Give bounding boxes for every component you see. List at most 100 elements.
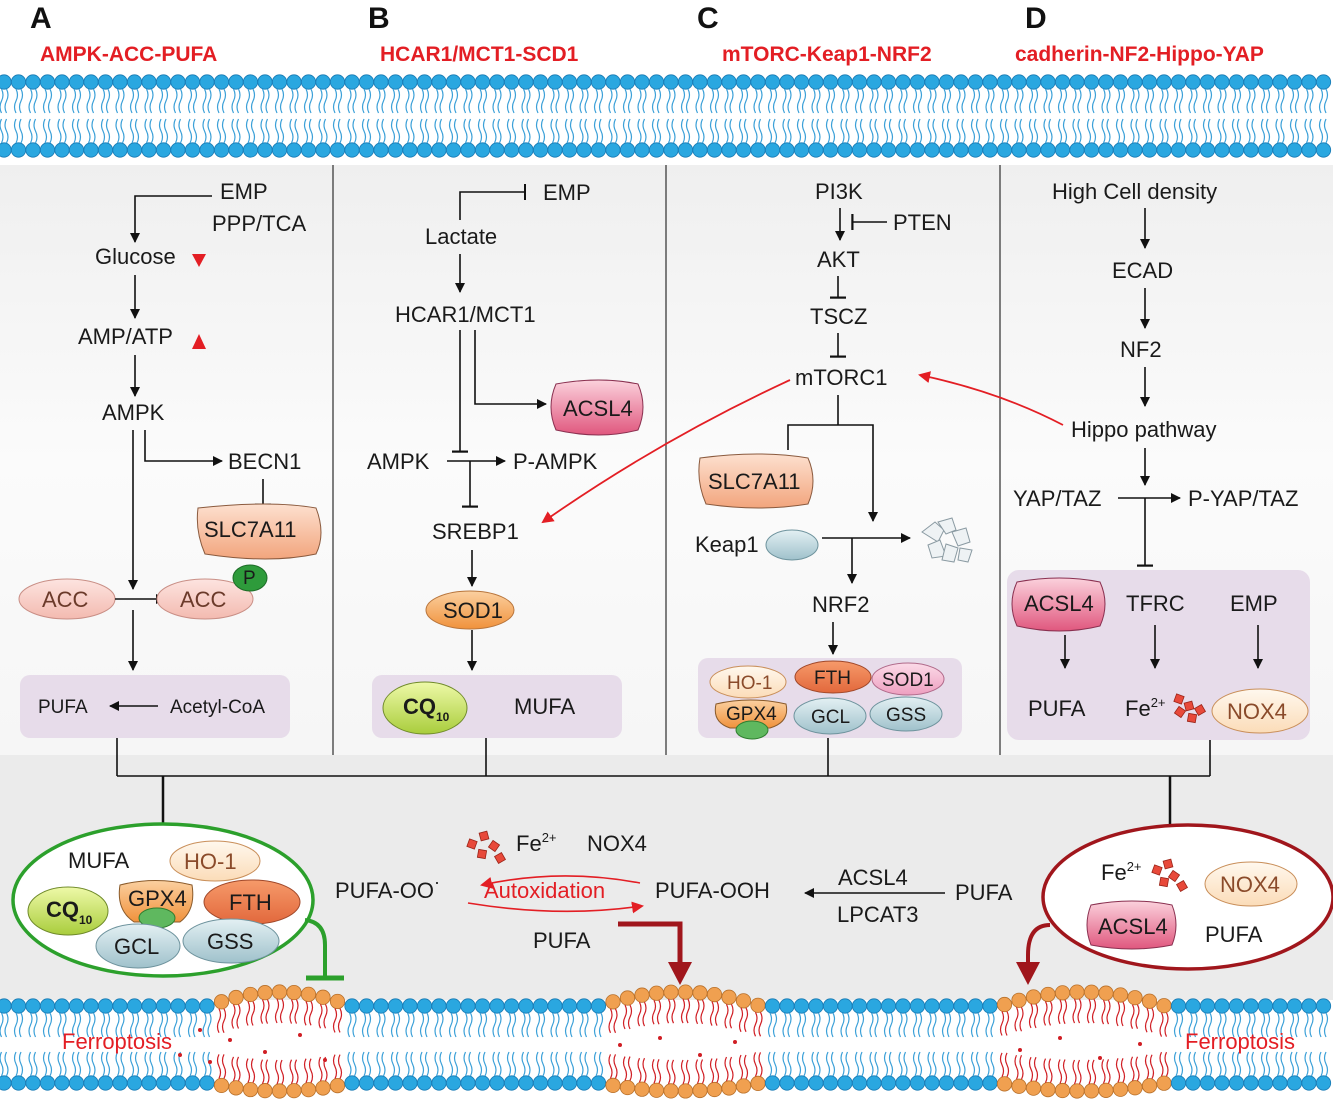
top-cell-membrane: [0, 74, 1332, 158]
ppp-tca-label: PPP/TCA: [212, 211, 306, 236]
emp-label: EMP: [543, 180, 591, 205]
amp-atp-label: AMP/ATP: [78, 324, 173, 349]
pufa-right-label: PUFA: [955, 880, 1013, 905]
tfrc-label: TFRC: [1126, 591, 1185, 616]
ferroptosis-left-label: Ferroptosis: [62, 1029, 172, 1054]
panel-b-letter: B: [368, 2, 390, 35]
panel-a-letter: A: [30, 2, 52, 35]
p-ampk-label: P-AMPK: [513, 449, 598, 474]
pufa-oo-label: PUFA-OO·: [335, 872, 440, 903]
cq10-ellipse: [27, 886, 109, 936]
panel-d-title: cadherin-NF2-Hippo-YAP: [1015, 43, 1264, 66]
acsl4-protein-shape: [550, 379, 644, 436]
iron-cluster-icon: [1173, 693, 1207, 724]
p-yap-taz-label: P-YAP/TAZ: [1188, 486, 1298, 511]
sod1-ellipse: [425, 590, 515, 630]
fth-label: FTH: [814, 668, 851, 689]
pufa-below-label: PUFA: [533, 928, 591, 953]
pi3k-label: PI3K: [815, 179, 863, 204]
sod1-label: SOD1: [882, 670, 934, 691]
becn1-label: BECN1: [228, 449, 301, 474]
iron-cluster-icon: [1151, 858, 1189, 893]
gss-label: GSS: [886, 705, 926, 726]
tscz-label: TSCZ: [810, 304, 867, 329]
gcl-label: GCL: [114, 934, 159, 959]
fth-ellipse: [794, 660, 872, 694]
ampk-label: AMPK: [102, 400, 165, 425]
gss-label: GSS: [207, 929, 253, 954]
slc7a11-label: SLC7A11: [708, 469, 801, 494]
acsl4-label: ACSL4: [563, 396, 633, 421]
acsl4-protein-shape: [1011, 577, 1106, 632]
panel-b: EMP Lactate HCAR1/MCT1 ACSL4 AMPK P-AMPK…: [367, 180, 644, 738]
phosphate-label: P: [243, 568, 256, 589]
slc7a11-label: SLC7A11: [204, 517, 297, 542]
hippo-to-mtorc1-arrow: [918, 371, 1064, 426]
emp-label: EMP: [220, 179, 268, 204]
ho1-label: HO-1: [184, 849, 237, 874]
gcl-ellipse: [793, 697, 867, 735]
ferroptosis-right-label: Ferroptosis: [1185, 1029, 1295, 1054]
pufa-label: PUFA: [38, 697, 88, 718]
iron-cluster-icon: [466, 830, 507, 865]
acsl4-label: ACSL4: [1098, 914, 1168, 939]
fth-label: FTH: [229, 890, 272, 915]
antioxidant-oval: MUFA HO-1 CQ10 GPX4 FTH GCL GSS: [11, 822, 344, 981]
glucose-label: Glucose: [95, 244, 176, 269]
pufa-label: PUFA: [1028, 696, 1086, 721]
acsl4-label: ACSL4: [838, 865, 908, 890]
sod1-label: SOD1: [443, 598, 503, 623]
akt-label: AKT: [817, 247, 860, 272]
acc-phospho-label: ACC: [180, 587, 227, 612]
acsl4-label: ACSL4: [1024, 591, 1094, 616]
panel-b-title: HCAR1/MCT1-SCD1: [380, 43, 579, 66]
keap1-label: Keap1: [695, 532, 759, 557]
nrf2-label: NRF2: [812, 592, 869, 617]
slc7a11-protein-shape: [196, 503, 322, 560]
nox4-label: NOX4: [1220, 872, 1280, 897]
panel-a: EMP PPP/TCA Glucose AMP/ATP AMPK BECN1 S…: [18, 179, 322, 738]
fe-label: Fe2+: [1125, 695, 1166, 721]
nox4-label: NOX4: [587, 831, 647, 856]
cq10-ellipse: [382, 681, 468, 735]
acsl4-protein-shape: [1086, 900, 1177, 950]
nf2-label: NF2: [1120, 337, 1162, 362]
acc-phospho-ellipse: [156, 578, 254, 620]
gss-ellipse: [869, 696, 943, 732]
hippo-pathway-label: Hippo pathway: [1071, 417, 1217, 442]
up-arrow-icon: [192, 334, 206, 349]
ho1-label: HO-1: [727, 673, 772, 694]
fe-label: Fe2+: [1101, 859, 1142, 885]
panel-c-letter: C: [697, 2, 719, 35]
down-arrow-icon: [192, 254, 206, 267]
mtorc1-label: mTORC1: [795, 365, 888, 390]
mufa-label: MUFA: [514, 694, 575, 719]
mtorc1-to-srebp1-arrow: [541, 379, 791, 524]
yap-taz-label: YAP/TAZ: [1013, 486, 1101, 511]
gpx4-protein-shape: [118, 880, 194, 923]
panel-a-title: AMPK-ACC-PUFA: [40, 43, 217, 66]
autoxidation-chain: Fe2+ NOX4 PUFA-OO· Autoxidation PUFA-OOH…: [335, 830, 1013, 985]
pro-ferroptosis-oval: Fe2+ NOX4 ACSL4 PUFA: [1016, 823, 1333, 985]
panel-d-letter: D: [1025, 2, 1047, 35]
peroxidation-arrow: [618, 921, 683, 970]
panel-d: High Cell density ECAD NF2 Hippo pathway…: [1007, 179, 1310, 740]
fe-label: Fe2+: [516, 830, 557, 856]
pten-label: PTEN: [893, 210, 952, 235]
cq10-label: CQ10: [46, 897, 93, 927]
nox4-ellipse: [1211, 688, 1309, 734]
autoxidation-label: Autoxidation: [484, 878, 605, 903]
acetyl-coa-label: Acetyl-CoA: [170, 697, 265, 718]
mufa-label: MUFA: [68, 848, 129, 873]
ho1-ellipse: [709, 665, 787, 699]
acc-label: ACC: [42, 587, 89, 612]
lactate-label: Lactate: [425, 224, 497, 249]
gpx4-label: GPX4: [726, 704, 777, 725]
panel-c: PI3K PTEN AKT TSCZ mTORC1 SLC7A11 Keap1 …: [695, 179, 973, 740]
degradation-fragments-icon: [921, 517, 973, 563]
phosphate-bubble: [232, 564, 268, 592]
ecad-label: ECAD: [1112, 258, 1173, 283]
gpx4-protein-shape: [714, 699, 788, 729]
hcar1-mct1-label: HCAR1/MCT1: [395, 302, 536, 327]
